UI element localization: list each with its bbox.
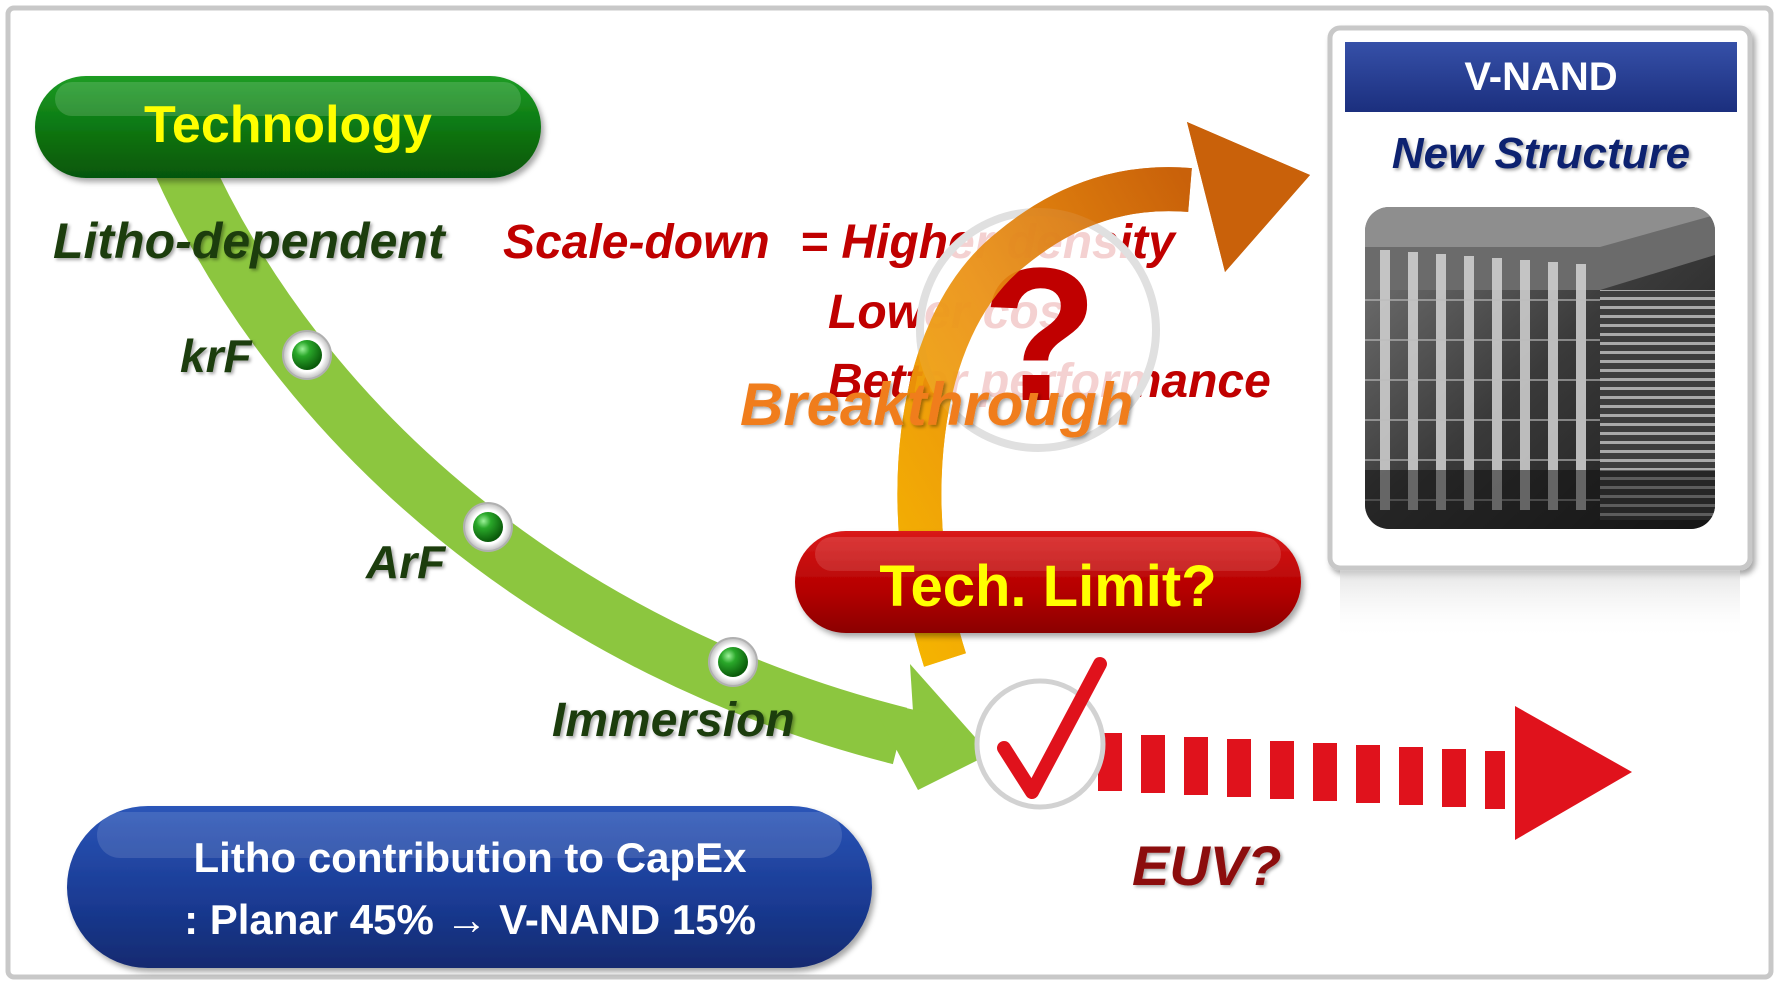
euv-label: EUV? xyxy=(1132,834,1281,897)
card-reflection xyxy=(1340,570,1740,640)
capex-pill xyxy=(67,806,872,968)
milestone-label: krF xyxy=(180,330,253,382)
vnand-sem-image xyxy=(1365,207,1715,529)
technology-label: Technology xyxy=(144,96,432,154)
vnand-header-bar xyxy=(1345,42,1737,112)
breakthrough-label: Breakthrough xyxy=(740,371,1133,438)
milestone-label: ArF xyxy=(365,536,447,588)
capex-line2: : Planar 45% → V-NAND 15% xyxy=(184,896,756,943)
technology-pill xyxy=(35,76,541,178)
capex-line1: Litho contribution to CapEx xyxy=(194,834,748,881)
litho-dependent-label: Litho-dependent xyxy=(53,213,447,269)
check-icon xyxy=(997,657,1107,799)
milestone-immersion: Immersion xyxy=(552,637,795,747)
vnand-subtitle: New Structure xyxy=(1392,129,1690,178)
euv-dashed-arrow xyxy=(1098,706,1632,840)
milestone-label: Immersion xyxy=(552,694,795,747)
tech-limit-pill xyxy=(795,531,1301,633)
milestone-krf: krF xyxy=(180,330,332,382)
breakthrough-arrowhead xyxy=(1187,122,1310,272)
milestone-arf: ArF xyxy=(365,502,513,588)
checkpoint-marker xyxy=(974,657,1107,810)
vnand-card: V-NAND New Structure xyxy=(1327,25,1753,640)
tech-limit-label: Tech. Limit? xyxy=(879,554,1216,619)
vnand-header: V-NAND xyxy=(1464,55,1617,99)
litho-roadmap-arrow xyxy=(153,148,990,790)
scale-down-lead: Scale-down xyxy=(503,216,770,269)
